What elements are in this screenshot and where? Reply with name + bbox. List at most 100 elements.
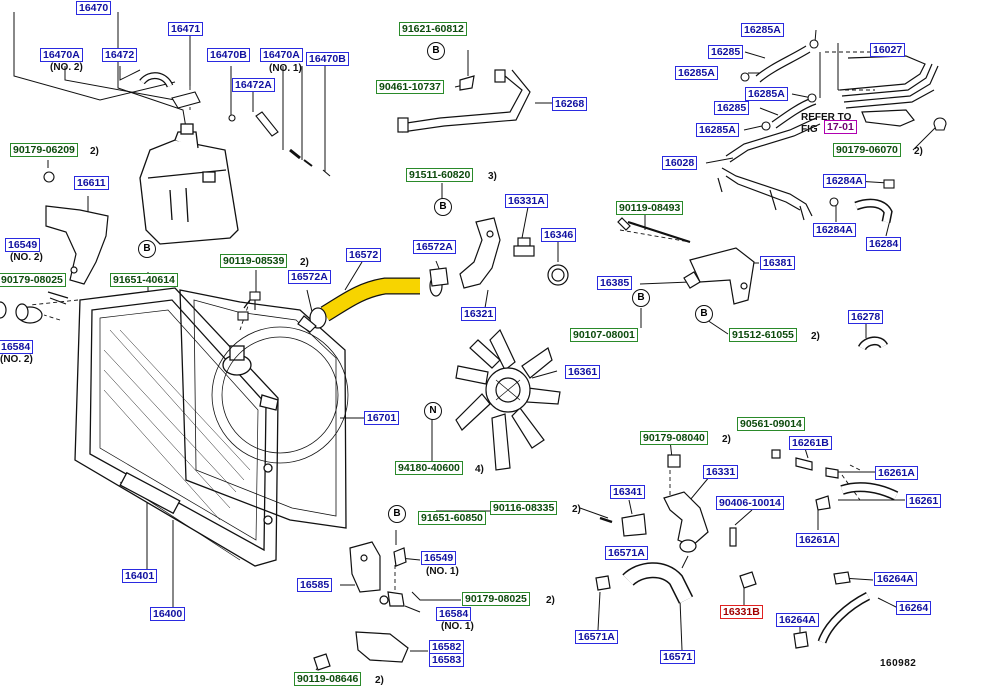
label-90179-08025-mid[interactable]: 90179-08025	[462, 592, 530, 606]
label-16572[interactable]: 16572	[346, 248, 382, 262]
note-qty-2b: 2)	[300, 257, 309, 268]
label-16285A-1[interactable]: 16285A	[741, 23, 784, 37]
label-16585[interactable]: 16585	[297, 578, 333, 592]
label-16261B[interactable]: 16261B	[789, 436, 832, 450]
label-90179-06209[interactable]: 90179-06209	[10, 143, 78, 157]
label-94180-40600[interactable]: 94180-40600	[395, 461, 463, 475]
label-16346[interactable]: 16346	[541, 228, 577, 242]
label-91512-61055[interactable]: 91512-61055	[729, 328, 797, 342]
label-16470A[interactable]: 16470A	[40, 48, 83, 62]
label-16285-2[interactable]: 16285	[714, 101, 750, 115]
note-no2: (NO. 2)	[50, 62, 83, 73]
note-no1: (NO. 1)	[269, 63, 302, 74]
label-91651-40614[interactable]: 91651-40614	[110, 273, 178, 287]
label-90119-08646[interactable]: 90119-08646	[294, 672, 362, 686]
callout-b-6: B	[388, 505, 406, 523]
label-16571A-2[interactable]: 16571A	[575, 630, 618, 644]
note-qty-2: 2)	[90, 146, 99, 157]
label-16278[interactable]: 16278	[848, 310, 884, 324]
label-16582[interactable]: 16582	[429, 640, 465, 654]
note-qty-2c: 2)	[914, 146, 923, 157]
label-91511-60820[interactable]: 91511-60820	[406, 168, 474, 182]
note-no2-bottom: (NO. 2)	[0, 354, 33, 365]
label-16400[interactable]: 16400	[150, 607, 186, 621]
label-16549-left[interactable]: 16549	[5, 238, 41, 252]
label-16361[interactable]: 16361	[565, 365, 601, 379]
label-91621-60812[interactable]: 91621-60812	[399, 22, 467, 36]
label-16385[interactable]: 16385	[597, 276, 633, 290]
label-90179-08025-left[interactable]: 90179-08025	[0, 273, 66, 287]
label-16571[interactable]: 16571	[660, 650, 696, 664]
label-16470A-no1[interactable]: 16470A	[260, 48, 303, 62]
label-16285-1[interactable]: 16285	[708, 45, 744, 59]
label-16572A-bottom[interactable]: 16572A	[288, 270, 331, 284]
label-16572A-top[interactable]: 16572A	[413, 240, 456, 254]
label-16341[interactable]: 16341	[610, 485, 646, 499]
label-90561-09014[interactable]: 90561-09014	[737, 417, 805, 431]
label-16027[interactable]: 16027	[870, 43, 906, 57]
figure-code: 160982	[880, 658, 917, 669]
note-qty-2h: 2)	[375, 675, 384, 686]
label-16584-mid[interactable]: 16584	[436, 607, 472, 621]
label-16470B-right[interactable]: 16470B	[306, 52, 349, 66]
label-16381[interactable]: 16381	[760, 256, 796, 270]
label-90116-08335[interactable]: 90116-08335	[490, 501, 558, 515]
label-16264A-2[interactable]: 16264A	[776, 613, 819, 627]
label-16285A-2[interactable]: 16285A	[675, 66, 718, 80]
label-16611[interactable]: 16611	[74, 176, 109, 190]
label-16470B[interactable]: 16470B	[207, 48, 250, 62]
label-ref-17-01[interactable]: 17-01	[824, 120, 857, 134]
label-16284A-1[interactable]: 16284A	[823, 174, 866, 188]
label-90107-08001[interactable]: 90107-08001	[570, 328, 638, 342]
note-qty-2e: 2)	[722, 434, 731, 445]
note-qty-2f: 2)	[572, 504, 581, 515]
label-90119-08539[interactable]: 90119-08539	[220, 254, 288, 268]
note-qty-4: 4)	[475, 464, 484, 475]
label-90179-06070[interactable]: 90179-06070	[833, 143, 901, 157]
callout-b-2: B	[434, 198, 452, 216]
label-16264[interactable]: 16264	[896, 601, 932, 615]
label-16321[interactable]: 16321	[461, 307, 497, 321]
callout-b-4: B	[632, 289, 650, 307]
label-16285A-4[interactable]: 16285A	[696, 123, 739, 137]
label-16549-mid[interactable]: 16549	[421, 551, 457, 565]
label-16470[interactable]: 16470	[76, 1, 112, 15]
note-no1-mid: (NO. 1)	[426, 566, 459, 577]
label-16584-left[interactable]: 16584	[0, 340, 34, 354]
note-refer-to: REFER TO	[801, 112, 852, 123]
note-no2-left: (NO. 2)	[10, 252, 43, 263]
note-fig: FIG	[801, 124, 818, 135]
label-16401[interactable]: 16401	[122, 569, 158, 583]
label-16028[interactable]: 16028	[662, 156, 698, 170]
callout-b-5: B	[695, 305, 713, 323]
label-16331B[interactable]: 16331B	[720, 605, 763, 619]
label-16264A-1[interactable]: 16264A	[874, 572, 917, 586]
label-90461-10737[interactable]: 90461-10737	[376, 80, 444, 94]
callout-b-1: B	[427, 42, 445, 60]
label-16284A-2[interactable]: 16284A	[813, 223, 856, 237]
label-16285A-3[interactable]: 16285A	[745, 87, 788, 101]
label-16261A-2[interactable]: 16261A	[796, 533, 839, 547]
label-16472A[interactable]: 16472A	[232, 78, 275, 92]
label-90179-08040[interactable]: 90179-08040	[640, 431, 708, 445]
label-16571A-1[interactable]: 16571A	[605, 546, 648, 560]
label-16268[interactable]: 16268	[552, 97, 588, 111]
callout-b-3: B	[138, 240, 156, 258]
note-qty-3: 3)	[488, 171, 497, 182]
label-16471[interactable]: 16471	[168, 22, 204, 36]
label-16284[interactable]: 16284	[866, 237, 902, 251]
note-qty-2d: 2)	[811, 331, 820, 342]
callout-n: N	[424, 402, 442, 420]
label-16583[interactable]: 16583	[429, 653, 465, 667]
label-16472[interactable]: 16472	[102, 48, 138, 62]
label-16701[interactable]: 16701	[364, 411, 400, 425]
label-16261[interactable]: 16261	[906, 494, 942, 508]
label-16331A[interactable]: 16331A	[505, 194, 548, 208]
label-90119-08493[interactable]: 90119-08493	[616, 201, 684, 215]
label-91651-60850[interactable]: 91651-60850	[418, 511, 486, 525]
label-90406-10014[interactable]: 90406-10014	[716, 496, 784, 510]
label-16331[interactable]: 16331	[703, 465, 739, 479]
label-16261A-1[interactable]: 16261A	[875, 466, 918, 480]
